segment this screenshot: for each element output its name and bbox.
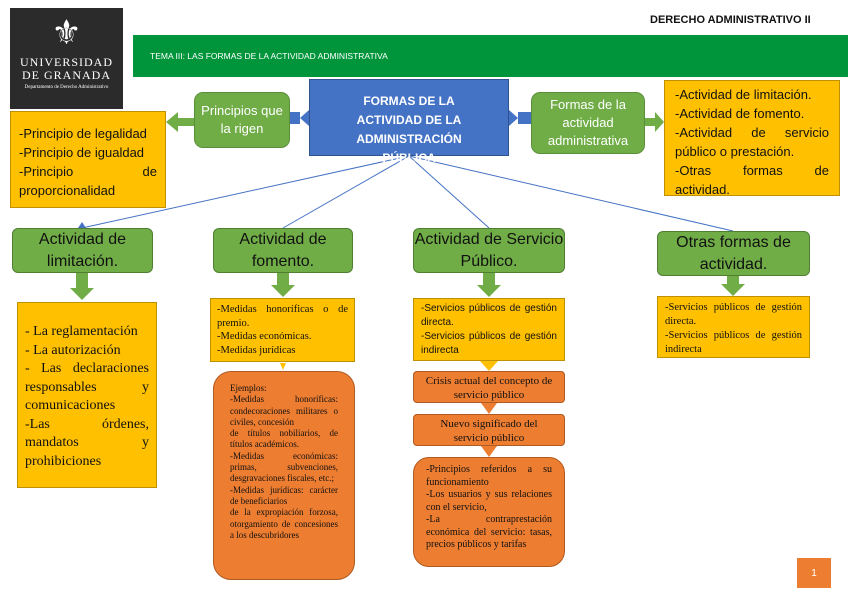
otras-node: Otras formas de actividad. (657, 231, 810, 276)
connector-line (282, 155, 410, 229)
arrow-down-icon (70, 288, 94, 300)
arrow-right-icon (655, 112, 664, 132)
servicio-node: Actividad de Servicio Público. (413, 228, 565, 273)
list-item: -Servicios públicos de gestión directa. (665, 302, 802, 327)
topic-banner: TEMA III: LAS FORMAS DE LA ACTIVIDAD ADM… (133, 35, 848, 77)
list-item: -Las órdenes, mandatos y prohibiciones (25, 416, 149, 469)
list-item: -Medidas honoríficas o de premio. (217, 304, 348, 329)
crisis-node: Crisis actual del concepto de servicio p… (413, 371, 565, 403)
nuevo-significado-node: Nuevo significado del servicio público (413, 414, 565, 446)
list-item: - Las declaraciones responsables y comun… (25, 361, 149, 413)
fomento-node: Actividad de fomento. (213, 228, 353, 273)
list-item: -La contraprestación económica del servi… (426, 514, 552, 550)
list-item: -Los usuarios y sus relaciones con el se… (426, 489, 552, 513)
university-logo: ⚜ UNIVERSIDAD DE GRANADA Departamento de… (10, 8, 123, 109)
list-item: -Otras formas de actividad. (675, 163, 829, 197)
limitacion-list: - La reglamentación - La autorización - … (17, 302, 157, 488)
list-item: -Medidas jurídicas: carácter de benefici… (230, 484, 338, 506)
list-item: -Medidas honoríficas: condecoraciones mi… (230, 394, 338, 427)
arrow-left-icon (166, 112, 178, 132)
list-item: -Actividad de servicio público o prestac… (675, 125, 829, 159)
formas-list: -Actividad de limitación. -Actividad de … (664, 80, 840, 197)
limitacion-node: Actividad de limitación. (12, 228, 153, 273)
list-item: -Principio de legalidad (19, 126, 147, 141)
otras-list: -Servicios públicos de gestión directa. … (657, 296, 810, 358)
list-item: -Medidas económicas. (217, 331, 312, 342)
formas-node: Formas de la actividad administrativa (531, 92, 645, 154)
course-title: DERECHO ADMINISTRATIVO II (650, 14, 811, 26)
servicio-principles: -Principios referidos a su funcionamient… (413, 457, 565, 567)
connector-line (408, 155, 734, 232)
arrow-down-icon (477, 285, 501, 297)
list-item: -Medidas económicas: primas, subvencione… (230, 450, 338, 484)
arrow-down-icon (271, 285, 295, 297)
connector-line (81, 155, 410, 229)
principios-node: Principios que la rigen (194, 92, 290, 148)
list-item: -Principio de proporcionalidad (19, 164, 157, 198)
arrow-down-icon (481, 446, 497, 457)
arrow-down-icon (280, 363, 286, 370)
page-number: 1 (797, 558, 831, 588)
fomento-examples: Ejemplos: -Medidas honoríficas: condecor… (213, 371, 355, 580)
arrow-right-icon (509, 110, 518, 126)
list-item: Ejemplos: (230, 383, 267, 393)
fomento-list: -Medidas honoríficas o de premio. -Medid… (210, 298, 355, 362)
list-item: -Actividad de limitación. (675, 87, 812, 102)
servicio-list: -Servicios públicos de gestión directa. … (413, 298, 565, 361)
list-item: - La autorización (25, 342, 121, 358)
list-item: - La reglamentación (25, 324, 138, 339)
list-item: de la expropiación forzosa, otorgamiento… (230, 507, 338, 540)
arrow-down-icon (481, 403, 497, 414)
central-node: FORMAS DE LA ACTIVIDAD DE LA ADMINISTRAC… (309, 79, 509, 165)
list-item: -Servicios públicos de gestión directa. (421, 303, 557, 328)
list-item: -Servicios públicos de gestión indirecta (421, 331, 557, 356)
list-item: de títulos nobiliarios, de títulos acadé… (230, 428, 338, 450)
list-item: -Principios referidos a su funcionamient… (426, 464, 552, 488)
crest-icon: ⚜ (51, 15, 82, 52)
list-item: -Servicios públicos de gestión indirecta (665, 330, 802, 355)
list-item: -Actividad de fomento. (675, 106, 805, 121)
arrow-down-icon (480, 361, 498, 371)
list-item: -Medidas jurídicas (217, 344, 296, 356)
arrow-left-icon (300, 110, 309, 126)
arrow-down-icon (721, 284, 745, 296)
connector-line (408, 155, 490, 229)
principios-list: -Principio de legalidad -Principio de ig… (10, 111, 166, 208)
list-item: -Principio de igualdad (19, 145, 145, 160)
